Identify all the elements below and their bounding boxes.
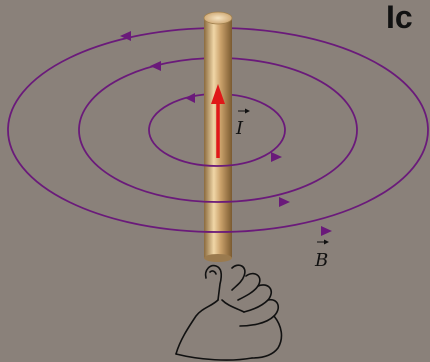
corner-title-fragment: Ic (386, 0, 413, 35)
right-hand-grip-icon (175, 264, 283, 361)
field-arrow-inner-front (271, 152, 282, 162)
current-label-text: I (235, 118, 244, 139)
field-arrow-inner (185, 93, 195, 103)
field-label-text: B (314, 250, 328, 271)
field-arrow-outer (120, 31, 131, 41)
field-arrow-middle (150, 61, 161, 71)
field-direction-arrows (120, 31, 332, 236)
field-lines-front (7, 129, 429, 233)
current-arrow (211, 84, 225, 158)
field-arrow-outer-front (321, 226, 332, 236)
current-label: I (235, 108, 250, 139)
field-arrow-middle-front (279, 197, 290, 207)
field-label: B (314, 239, 329, 271)
